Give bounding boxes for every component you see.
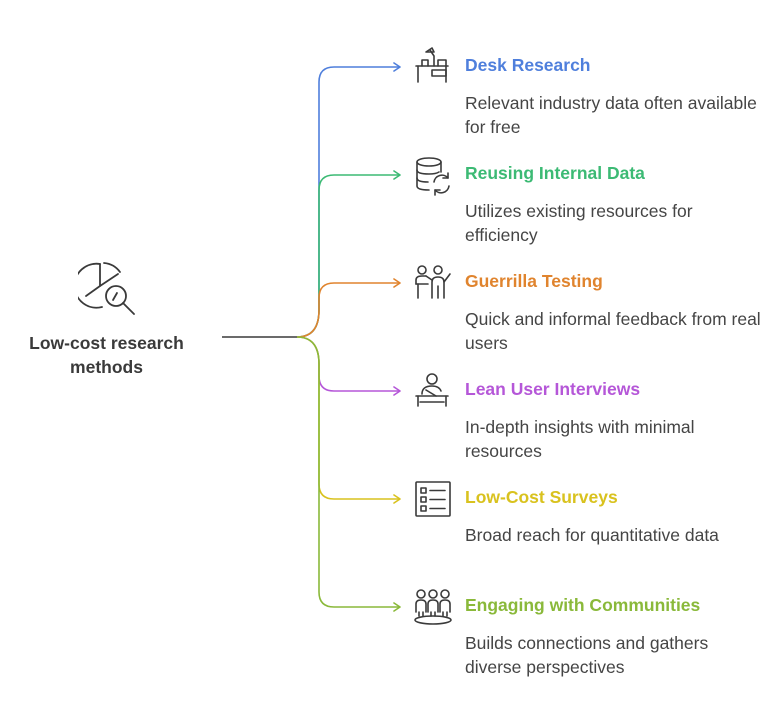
presenter-audience-icon — [412, 262, 454, 304]
connector-lean-user-interviews — [296, 336, 401, 396]
branch-title: Low-Cost Surveys — [465, 487, 618, 507]
database-refresh-icon — [412, 154, 454, 196]
root-label: Low-cost research methods — [29, 333, 184, 377]
connector-reusing-internal-data — [296, 170, 401, 338]
community-group-icon — [412, 586, 454, 628]
branch-title: Desk Research — [465, 55, 591, 75]
branch-description: Utilizes existing resources for efficien… — [465, 201, 693, 245]
connector-guerrilla-testing — [296, 278, 401, 338]
connector-desk-research — [296, 62, 401, 338]
pie-chart-magnifier-icon — [73, 258, 140, 320]
branch-title: Guerrilla Testing — [465, 271, 603, 291]
branch-description: Broad reach for quantitative data — [465, 525, 719, 545]
branch-description: Relevant industry data often available f… — [465, 93, 757, 137]
branch-description: In-depth insights with minimal resources — [465, 417, 695, 461]
branch-title: Lean User Interviews — [465, 379, 641, 399]
desk-lamp-icon — [412, 46, 454, 88]
connector-engaging-with-communities — [296, 336, 401, 612]
branch-description: Quick and informal feedback from real us… — [465, 309, 761, 353]
person-at-desk-icon — [412, 370, 454, 412]
branch-title: Reusing Internal Data — [465, 163, 645, 183]
branch-title: Engaging with Communities — [465, 595, 701, 615]
branch-description: Builds connections and gathers diverse p… — [465, 633, 709, 677]
survey-checklist-icon — [412, 478, 454, 520]
connector-low-cost-surveys — [296, 336, 401, 504]
